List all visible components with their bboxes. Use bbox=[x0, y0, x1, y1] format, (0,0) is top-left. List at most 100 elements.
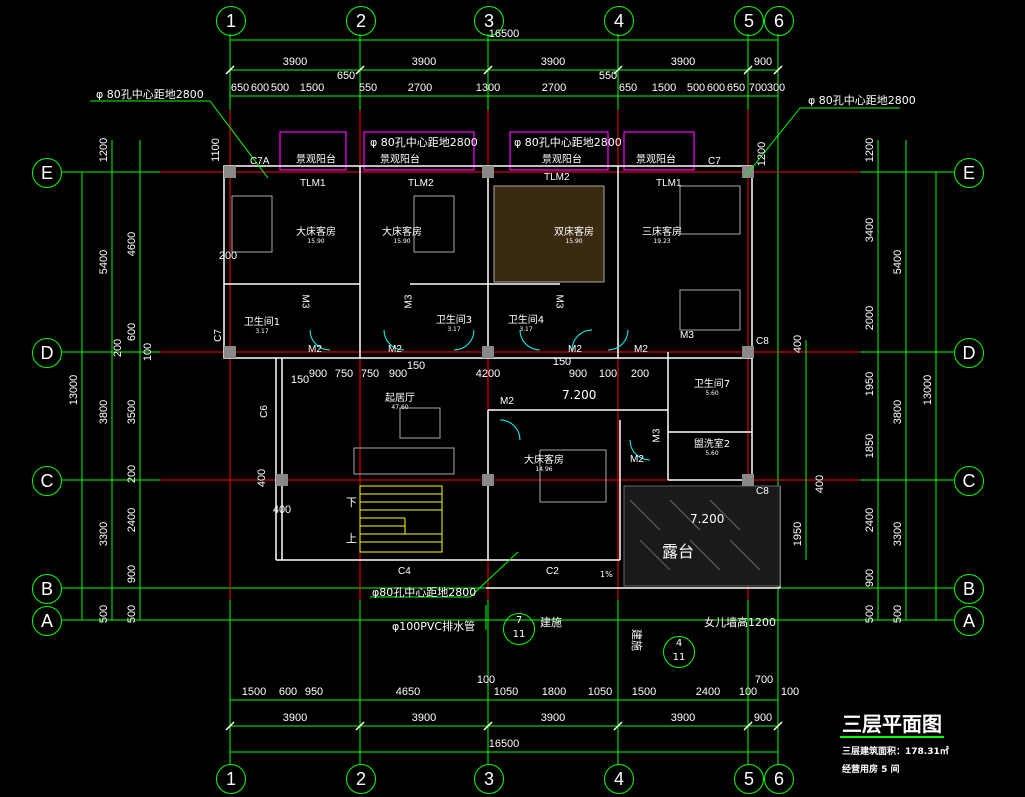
axis-bubble-A-right: A bbox=[954, 606, 984, 636]
elevation-mark: 7.200 bbox=[562, 388, 597, 402]
dim-misc: 750 bbox=[334, 368, 354, 380]
door-tag: TLM1 bbox=[300, 178, 326, 189]
rooms-note: 经营用房 5 间 bbox=[842, 765, 900, 775]
axis-bubble-6-bottom: 6 bbox=[764, 764, 794, 794]
dim-top-detail: 2700 bbox=[407, 82, 433, 94]
dim-top-detail: 650 bbox=[618, 82, 638, 94]
axis-bubble-4-top: 4 bbox=[604, 6, 634, 36]
dim-bottom-detail: 600 bbox=[278, 686, 298, 698]
dim-bottom-detail: 4650 bbox=[395, 686, 421, 698]
note-construction: 建施 bbox=[630, 629, 643, 651]
axis-bubble-5-bottom: 5 bbox=[734, 764, 764, 794]
dim-left: 200 bbox=[218, 250, 238, 262]
area-note: 三层建筑面积：178.31㎡ bbox=[842, 747, 949, 757]
dim-left: 1100 bbox=[210, 138, 222, 162]
dim-misc: 150 bbox=[552, 356, 572, 368]
balcony-label: 景观阳台 bbox=[380, 154, 420, 166]
dim-right: 900 bbox=[864, 568, 876, 588]
note-drain-pipe: φ100PVC排水管 bbox=[392, 620, 476, 633]
dim-top-bay-5: 900 bbox=[753, 56, 773, 68]
dim-misc: 750 bbox=[360, 368, 380, 380]
door-tag: M2 bbox=[568, 344, 582, 355]
dim-left: 500 bbox=[126, 604, 138, 624]
door-tag: TLM2 bbox=[408, 178, 434, 189]
dim-bottom-detail: 1500 bbox=[241, 686, 267, 698]
dim-top-bay-1: 3900 bbox=[282, 56, 308, 68]
axis-bubble-B-right: B bbox=[954, 574, 984, 604]
axis-bubble-1-top: 1 bbox=[216, 6, 246, 36]
axis-bubble-D-right: D bbox=[954, 338, 984, 368]
dim-bottom-detail: 100 bbox=[738, 686, 758, 698]
stair-up-label: 上 bbox=[346, 532, 357, 545]
axis-bubble-1-bottom: 1 bbox=[216, 764, 246, 794]
door-tag: M3 bbox=[680, 330, 694, 341]
door-tag: M2 bbox=[630, 454, 644, 465]
door-tag: M3 bbox=[403, 294, 415, 309]
note-pipe-hole: φ 80孔中心距地2800 bbox=[808, 94, 916, 107]
dim-left: 500 bbox=[98, 604, 110, 624]
stair-down-label: 下 bbox=[346, 496, 357, 509]
dim-top-bay-3: 3900 bbox=[540, 56, 566, 68]
axis-bubble-3-bottom: 3 bbox=[474, 764, 504, 794]
dim-bottom-bay-1: 3900 bbox=[282, 712, 308, 724]
dim-right: 2400 bbox=[864, 507, 876, 533]
dim-left: 4600 bbox=[126, 231, 138, 257]
dim-right: 1950 bbox=[792, 521, 804, 547]
balcony-label: 景观阳台 bbox=[542, 154, 582, 166]
dim-top-detail: 650 bbox=[726, 82, 746, 94]
window-tag: C4 bbox=[398, 566, 411, 577]
window-tag: C7 bbox=[708, 156, 721, 167]
window-tag: C6 bbox=[258, 405, 270, 418]
door-tag: TLM1 bbox=[656, 178, 682, 189]
axis-bubble-A-left: A bbox=[32, 606, 62, 636]
dim-right: 1200 bbox=[756, 141, 768, 167]
dim-misc: 900 bbox=[388, 368, 408, 380]
dim-right: 3400 bbox=[864, 217, 876, 243]
stairs-drawing bbox=[359, 485, 443, 553]
dim-right: 400 bbox=[792, 334, 804, 354]
dim-left: 3800 bbox=[98, 399, 110, 425]
dim-right: 3300 bbox=[892, 521, 904, 547]
dim-bottom-detail: 950 bbox=[304, 686, 324, 698]
dim-top-detail: 550 bbox=[358, 82, 378, 94]
balcony-outlines bbox=[279, 131, 695, 171]
dim-top-detail: 1500 bbox=[299, 82, 325, 94]
dim-bottom-detail: 1050 bbox=[587, 686, 613, 698]
dim-top-detail: 700 bbox=[748, 82, 768, 94]
dim-top-bay-4: 3900 bbox=[670, 56, 696, 68]
dim-top-detail: 300 bbox=[766, 82, 786, 94]
door-tag: M3 bbox=[651, 428, 663, 443]
dim-left: 900 bbox=[126, 564, 138, 584]
dim-misc: 4200 bbox=[475, 368, 501, 380]
window-tag: C2 bbox=[546, 566, 559, 577]
door-tag: M2 bbox=[634, 344, 648, 355]
window-tag: C7 bbox=[212, 329, 224, 342]
axis-bubble-2-bottom: 2 bbox=[346, 764, 376, 794]
dimension-ticks bbox=[225, 65, 783, 731]
note-pipe-hole: φ80孔中心距地2800 bbox=[372, 586, 477, 599]
dim-bottom-detail: 2400 bbox=[695, 686, 721, 698]
dim-bottom-detail: 1500 bbox=[631, 686, 657, 698]
axis-bubble-3-top: 3 bbox=[474, 6, 504, 36]
dim-left: 1200 bbox=[98, 137, 110, 163]
terrace-hatch bbox=[623, 485, 781, 587]
axis-bubble-B-left: B bbox=[32, 574, 62, 604]
dim-top-detail: 600 bbox=[250, 82, 270, 94]
note-pipe-hole: φ 80孔中心距地2800 bbox=[96, 88, 204, 101]
door-tag: M2 bbox=[388, 344, 402, 355]
dim-misc: 900 bbox=[308, 368, 328, 380]
door-tag: M3 bbox=[299, 294, 311, 309]
dim-bottom-detail: 700 bbox=[754, 674, 774, 686]
dim-left: 3500 bbox=[126, 399, 138, 425]
door-tag: TLM2 bbox=[544, 172, 570, 183]
furniture bbox=[231, 185, 741, 503]
dim-bottom-bay-4: 3900 bbox=[670, 712, 696, 724]
axis-bubble-E-right: E bbox=[954, 158, 984, 188]
